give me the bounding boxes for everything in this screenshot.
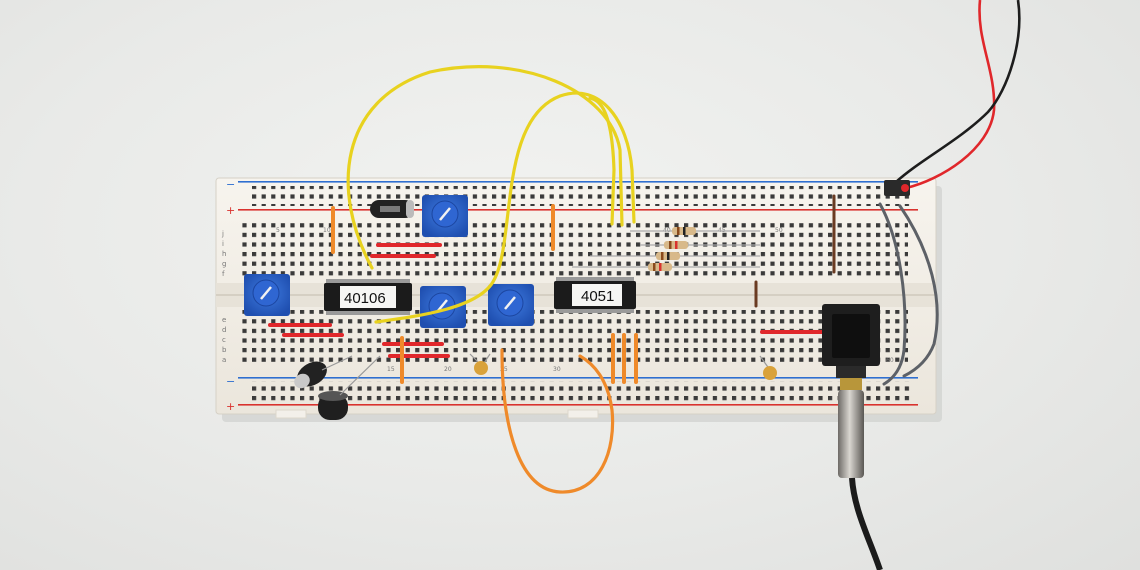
ceramic-capacitor-1 [469,353,491,375]
upper-terminal-holes [240,222,908,278]
resistor-2 [640,241,760,249]
column-number: 15 [387,366,395,373]
column-number: 5 [276,227,280,234]
row-letter-e: e [222,316,226,324]
trimmer-pot-1 [422,195,468,237]
rail-line-red-top [238,209,918,211]
trimmer-pot-3 [420,286,466,328]
yellow-wire-1 [346,65,624,270]
orange-wire-loop [500,348,615,494]
lower-terminal-holes [240,310,908,366]
rail-sign-plus-top: + [226,204,235,217]
chip-label-4051: 4051 [581,288,614,305]
resistor-1 [630,227,760,235]
column-number: 50 [775,227,783,234]
row-letter-a: a [222,356,226,364]
resistor-4 [572,263,760,271]
row-letters: f g h i j a b c d e [221,230,227,364]
row-letter-j: j [221,230,224,238]
power-leads [884,0,1021,196]
rail-line-blue-bottom [238,377,918,379]
trimmer-pot-2 [244,274,290,316]
yellow-wire-3 [588,96,616,226]
column-number: 60 [886,357,894,364]
chip-4051: 4051 [554,277,636,313]
audio-cable [849,477,883,570]
electrolytic-capacitor-1 [370,200,414,218]
rail-sign-minus-bottom: − [226,375,235,388]
top-rail-holes [250,186,910,206]
orange-jumpers [331,204,638,384]
black-power-wire [895,0,1021,183]
column-number: 20 [444,366,452,373]
row-letter-g: g [222,260,226,268]
power-connector [884,180,910,196]
row-letter-h: h [222,250,226,258]
row-letter-b: b [222,346,227,354]
trimmer-pot-4 [488,284,534,326]
electrolytic-capacitor-3 [318,355,381,420]
rail-signs: − + − + [226,178,235,413]
rail-line-blue-top [238,181,918,183]
rail-sign-plus-bottom: + [226,400,235,413]
ceramic-capacitor-2 [759,355,777,380]
yellow-wires [346,65,636,324]
rail-line-red-bottom [238,404,918,406]
red-jumpers [268,243,824,358]
audio-jack [822,304,883,570]
rail-sign-minus-top: − [226,178,235,191]
row-letter-i: i [222,240,224,248]
column-number: 10 [323,227,331,234]
grey-wires [878,202,939,386]
row-letter-f: f [222,270,225,278]
resistors [572,227,760,271]
row-letter-c: c [222,336,226,344]
resistor-3 [590,252,760,260]
brown-jumpers [754,194,836,308]
column-number: 30 [553,366,561,373]
bottom-rail-holes [250,381,910,401]
chip-40106: 40106 [324,279,412,315]
electrolytic-capacitor-2 [294,355,353,389]
chip-label-40106: 40106 [344,290,386,307]
row-letter-d: d [222,326,226,334]
red-power-wire [905,0,996,190]
yellow-wire-2 [374,91,636,324]
